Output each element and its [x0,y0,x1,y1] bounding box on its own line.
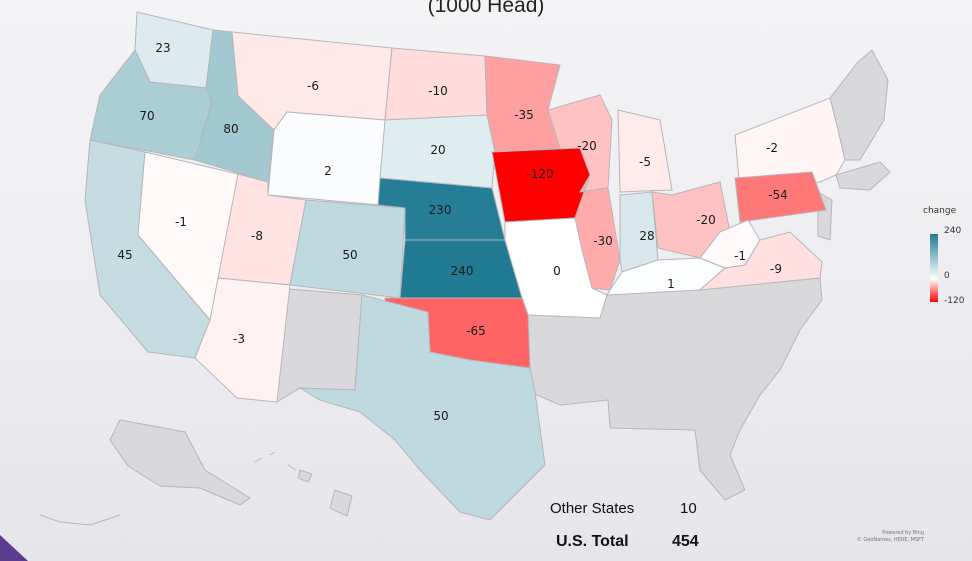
label-ia: -120 [526,167,553,181]
map-title: (1000 Head) [427,0,545,17]
label-wi: -20 [577,139,597,153]
state-regions [84,11,846,521]
label-ca: 45 [117,248,132,262]
label-ky: 1 [667,277,675,291]
label-wa: 23 [155,41,170,55]
map-credit: Powered by Bing © GeoNames, HERE, MSFT [800,530,924,544]
credit-line-2: © GeoNames, HERE, MSFT [856,537,924,543]
state-tx [299,294,546,521]
legend-title: change [923,206,957,216]
label-oh: -20 [696,213,716,227]
state-pa [734,171,827,223]
other-states-value: 10 [680,500,697,517]
state-va [698,231,823,291]
label-tx: 50 [433,409,448,423]
label-nv: -1 [175,215,187,229]
label-il: -30 [593,234,613,248]
label-wv: -1 [734,249,746,263]
label-va: -9 [770,262,782,276]
legend-max-label: 240 [944,226,962,236]
label-ny: -2 [766,141,778,155]
label-az: -3 [233,332,245,346]
state-value-labels: 23 70 80 -6 -10 -35 2 20 -20 -5 -2 45 -1… [117,41,787,423]
state-wy [267,111,386,206]
label-nd: -10 [428,84,448,98]
us-total-value: 454 [672,533,699,550]
state-mn [484,55,561,153]
label-id: 80 [223,122,238,136]
label-ut: -8 [251,229,263,243]
state-sd [379,114,496,189]
slide-corner-decoration [0,535,28,561]
label-mo: 0 [553,264,561,278]
label-pa: -54 [768,188,788,202]
label-mn: -35 [514,108,534,122]
state-az [194,277,291,403]
label-in: 28 [639,229,654,243]
legend-gradient-bar [930,234,938,302]
legend-mid-label: 0 [944,271,950,281]
label-wy: 2 [324,164,332,178]
us-total-label: U.S. Total [556,533,629,550]
label-ok: -65 [466,324,486,338]
label-mt: -6 [307,79,319,93]
label-mi: -5 [639,155,651,169]
legend-min-label: -120 [944,296,965,306]
state-mi [617,109,673,193]
alaska-islands [39,451,297,526]
state-mo [504,217,608,319]
credit-line-1: Powered by Bing [882,530,924,536]
label-or: 70 [139,109,154,123]
state-ia [491,147,591,223]
label-ks: 240 [451,264,474,278]
label-sd: 20 [430,143,445,157]
no-data-regions [109,49,891,517]
label-co: 50 [342,248,357,262]
other-states-label: Other States [550,500,635,517]
label-ne: 230 [429,203,452,217]
